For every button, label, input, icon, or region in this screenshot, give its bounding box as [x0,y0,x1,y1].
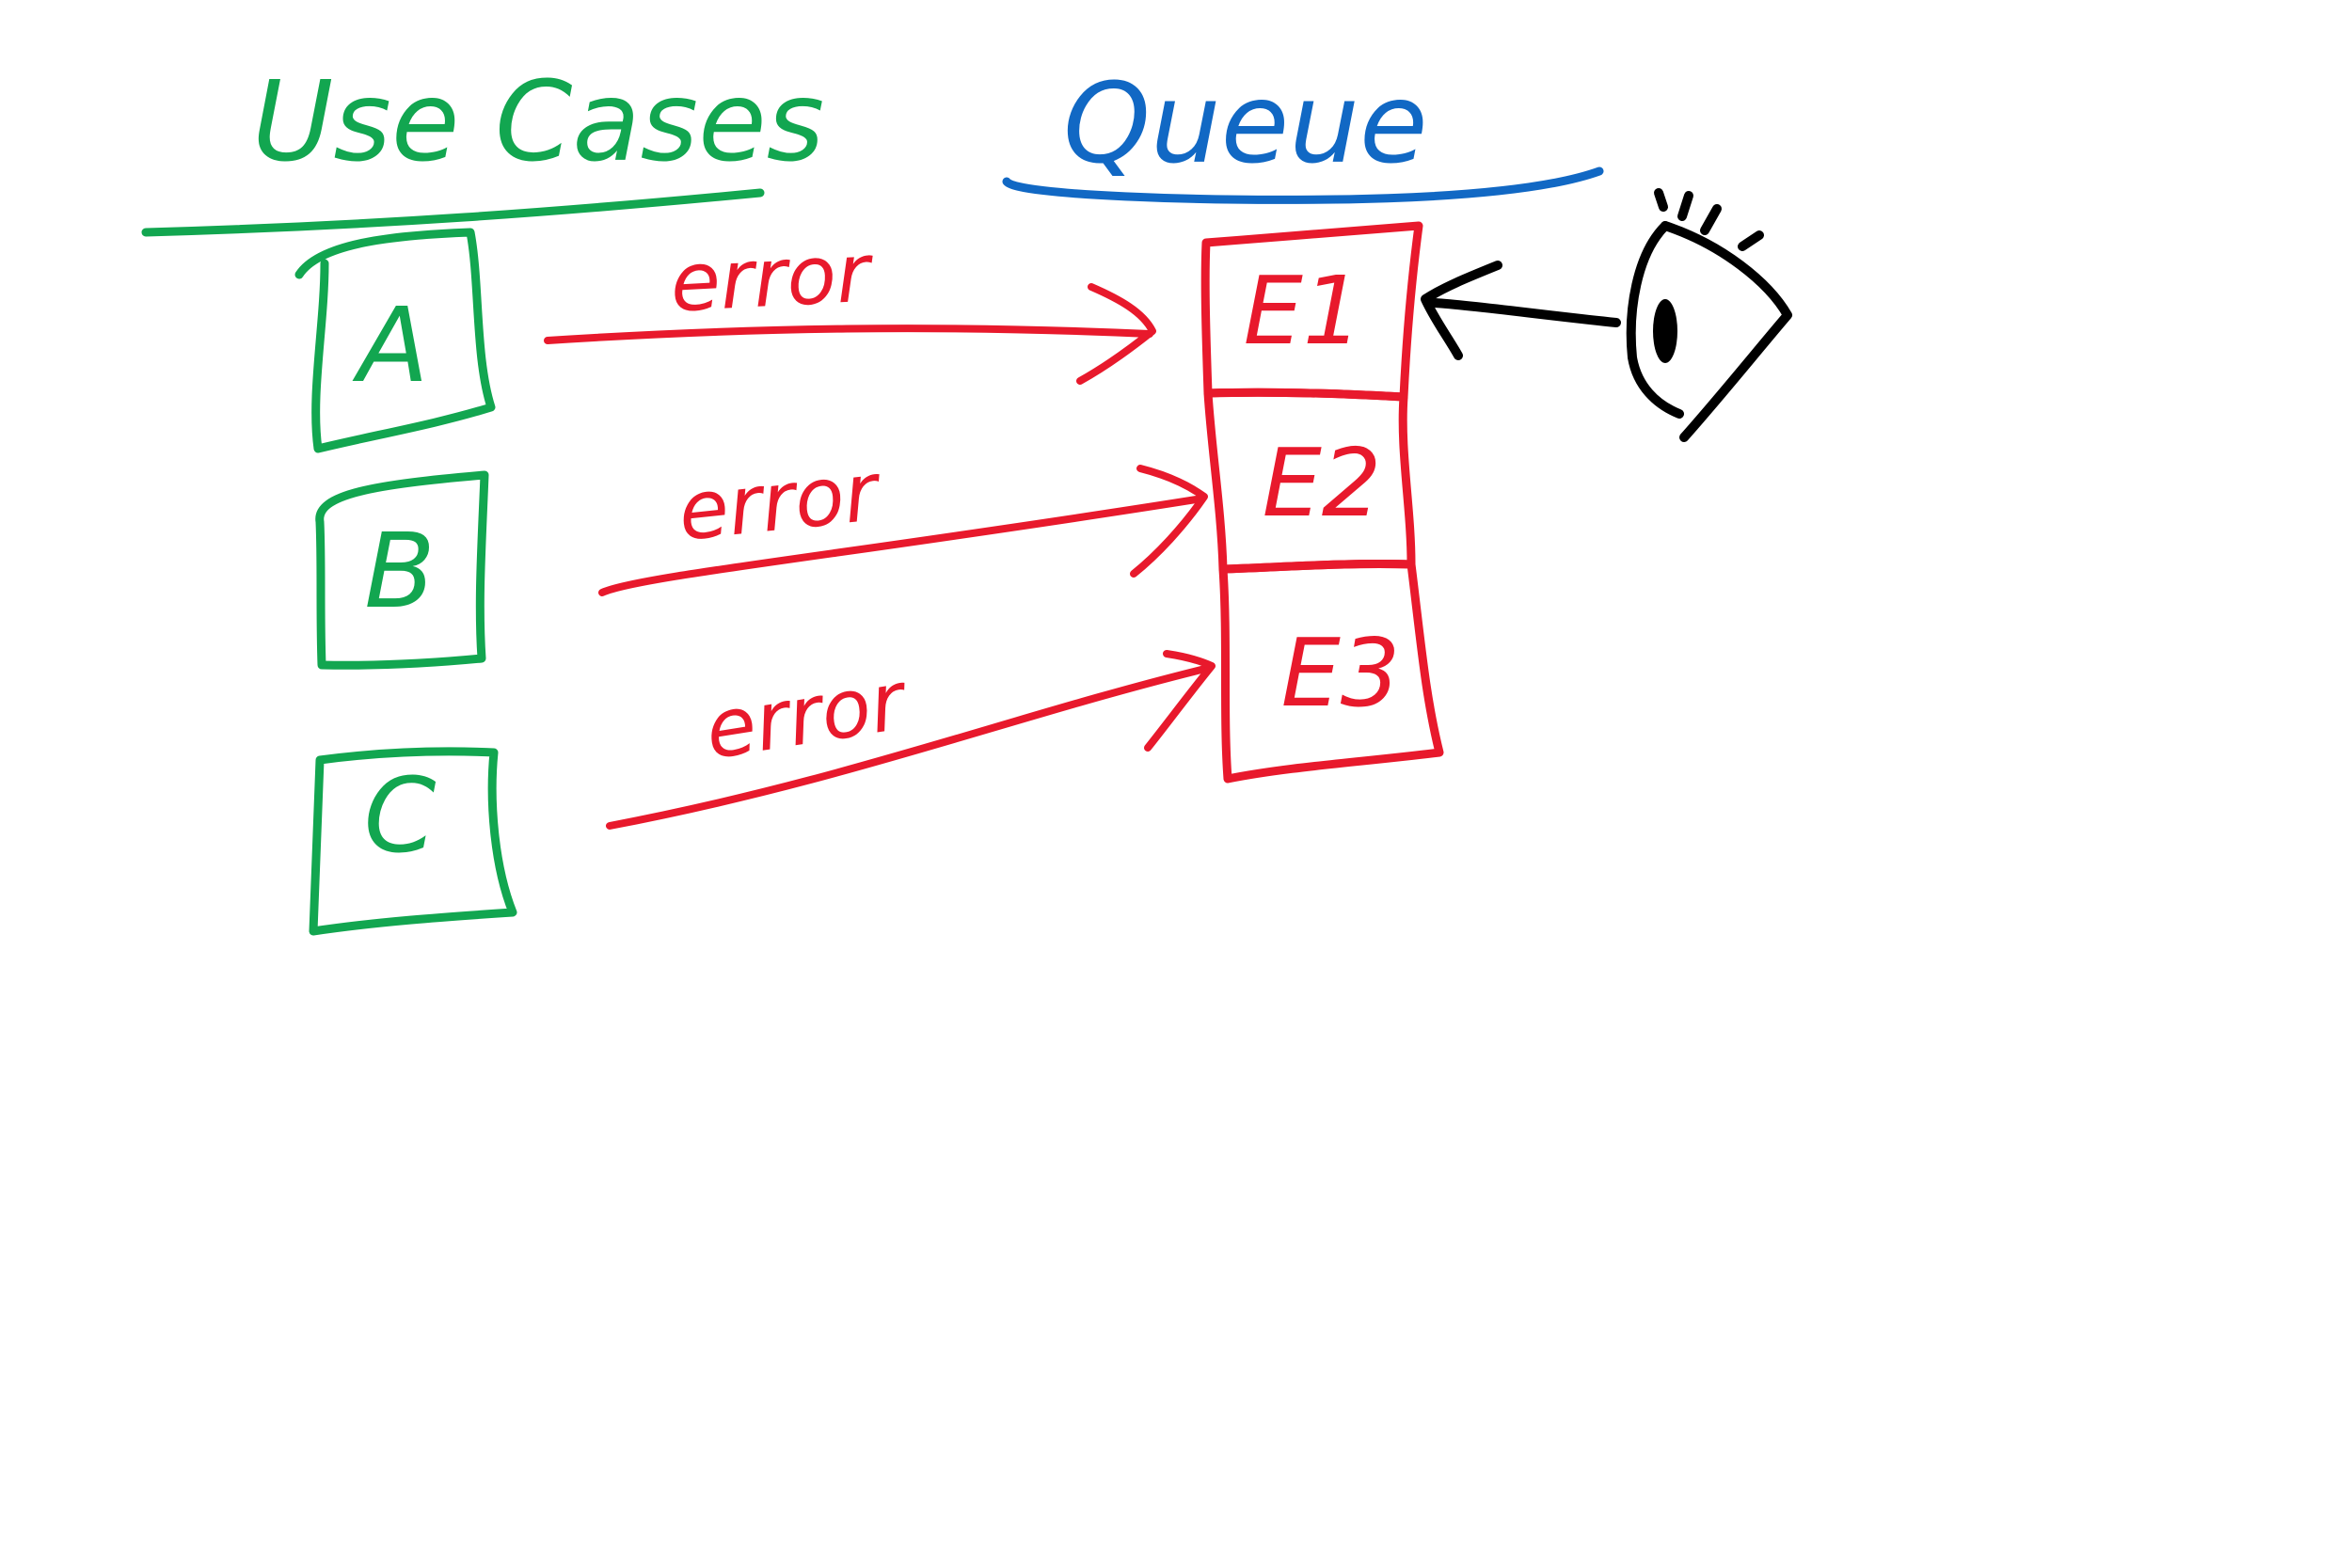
queue-item-e1-label: E1 [1244,256,1363,366]
observer-arrow [1421,261,1621,360]
eye-outline-left [1626,221,1684,419]
eye-pupil [1653,299,1677,363]
queue-item-e1: E1 [1200,221,1423,402]
eyelash-1 [1654,188,1668,212]
error-arrow-b-line [598,495,1206,596]
queue-stack: E1 E2 E3 [1200,221,1444,784]
use-case-a-box [294,228,496,453]
error-arrow-a-head [1076,283,1156,385]
queue-item-e3-label: E3 [1281,618,1401,728]
use-case-c-label: C [364,755,437,876]
queue-item-e3: E3 [1218,560,1444,784]
eye-icon [1626,188,1792,442]
queue-item-e3-box [1218,560,1444,784]
queue-heading: Queue [1002,58,1604,204]
eyelash-4 [1738,230,1764,251]
error-arrow-b-label: error [675,445,887,560]
queue-underline [1002,166,1604,204]
observer-arrow-line [1430,298,1621,327]
use-case-b: B [315,470,489,670]
queue-item-e2: E2 [1203,388,1416,574]
use-case-a-label: A [352,285,428,405]
use-case-a: A [294,228,496,453]
use-cases-underline [141,188,765,237]
use-case-b-label: B [364,511,435,631]
observer-arrow-head [1421,261,1502,360]
error-arrow-a: error [544,226,1156,385]
queue-heading-text: Queue [1063,58,1428,188]
error-arrow-a-line [544,325,1153,344]
eye-outline-right [1661,221,1792,442]
error-arrow-b: error [598,445,1208,596]
error-arrow-b-head [1130,465,1208,578]
use-cases-heading-text: Use Cases [252,56,824,186]
queue-item-e2-label: E2 [1263,428,1382,538]
eyelash-2 [1677,191,1693,221]
error-arrow-a-label: error [668,226,876,330]
error-arrow-c: error [606,650,1216,830]
use-case-b-box [315,470,489,670]
use-cases-heading: Use Cases [141,56,824,237]
use-case-c-box [309,747,517,936]
eyelash-3 [1700,204,1722,235]
error-arrow-c-line [606,664,1213,830]
error-arrow-c-head [1144,650,1216,752]
use-case-c: C [309,747,517,936]
